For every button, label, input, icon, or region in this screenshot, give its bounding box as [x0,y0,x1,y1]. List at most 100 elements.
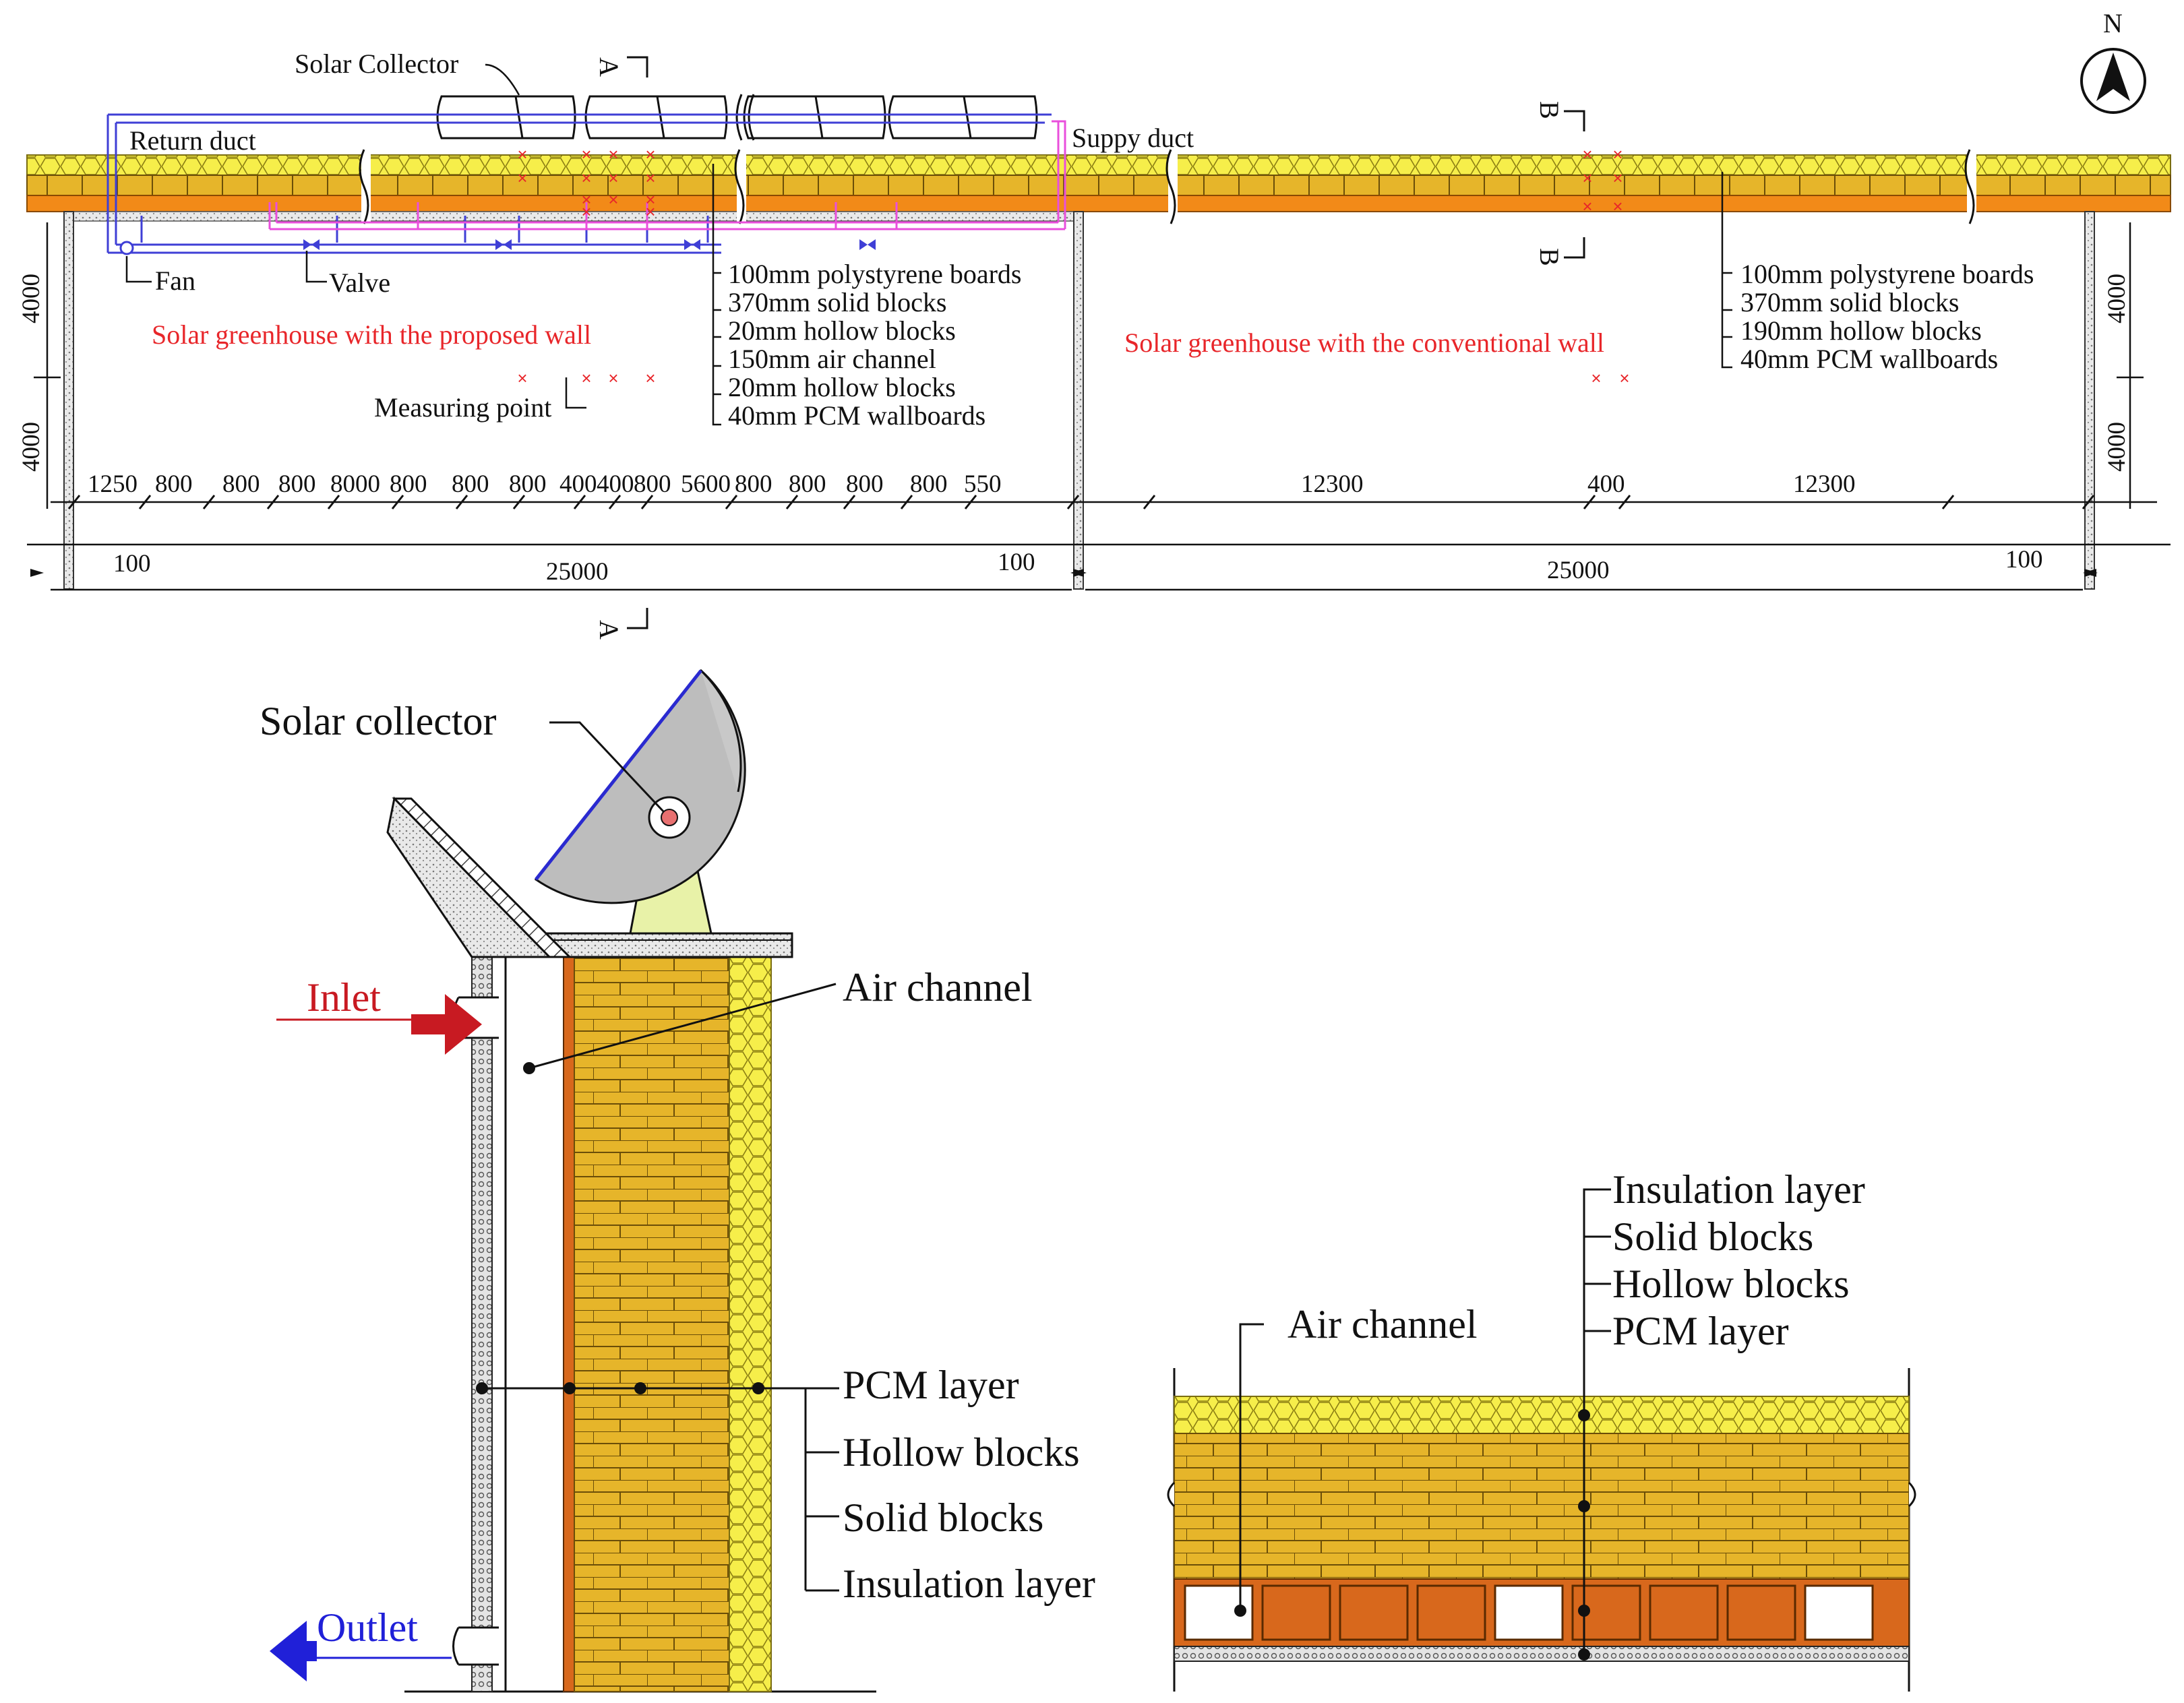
section-solid-blocks-label: Solid blocks [843,1495,1043,1540]
measuring-point-mark: × [581,144,591,164]
measuring-point-mark: × [517,168,527,188]
plan-labels: N Solar Collector Return duct Suppy duct… [18,8,2131,640]
proposed-greenhouse-label: Solar greenhouse with the proposed wall [152,319,591,350]
edge-dim-left: 100 [113,550,151,578]
proposed-layer-label-0: 100mm polystyrene boards [728,259,1022,289]
plan-dimension-lines [27,222,2171,591]
proposed-layer-label-4: 20mm hollow blocks [728,372,956,402]
inlet-arrow-icon [411,994,482,1055]
spacing-dim-left-16: 550 [964,470,1002,498]
measuring-point-mark: × [581,368,591,388]
plan-side-wall-middle [1073,211,1084,590]
detail-insulation-layer [1174,1396,1910,1434]
conventional-layer-label-3: 40mm PCM wallboards [1740,344,1998,374]
measuring-point-mark: × [581,189,591,210]
hollow-block [1494,1584,1564,1641]
outlet-arrow-icon [270,1621,317,1681]
measuring-point-mark: × [645,368,655,388]
spacing-dim-left-3: 800 [278,470,316,498]
outer-cover-panel [471,956,493,1692]
detail-air-channel-label: Air channel [1287,1302,1478,1346]
measuring-point-mark: × [608,168,618,188]
measuring-point-label: Measuring point [374,392,551,423]
detail-pcm-layer [1174,1646,1910,1662]
measuring-point-mark: × [1582,144,1592,164]
section-insulation-layer [729,956,772,1692]
section-view [270,669,876,1693]
valve-label: Valve [329,268,390,298]
spacing-dim-right-0: 12300 [1301,470,1364,498]
plan-view: ××××××××××××××××××××××××× [26,48,2171,629]
hollow-block [1726,1584,1796,1641]
fan-icon [119,241,134,255]
total-dim-left: 25000 [546,558,609,586]
spacing-dim-left-8: 400 [559,470,597,498]
spacing-dim-left-9: 400 [597,470,634,498]
proposed-layer-label-5: 40mm PCM wallboards [728,400,985,431]
return-duct-label: Return duct [129,125,256,156]
plan-side-wall-right [2084,211,2095,590]
section-a-top-label: A [594,57,624,77]
hollow-block [1261,1584,1331,1641]
section-solid-blocks [574,956,730,1692]
measuring-point-mark: × [608,144,618,164]
spacing-dim-left-13: 800 [789,470,826,498]
total-dim-right: 25000 [1547,557,1610,584]
measuring-point-mark: × [581,168,591,188]
spacing-dim-right-2: 12300 [1793,470,1856,498]
spacing-dim-left-2: 800 [222,470,260,498]
conventional-layer-label-1: 370mm solid blocks [1740,287,1959,317]
height-dim-right-lower: 4000 [2103,422,2131,472]
plan-inner-finish [70,211,1083,222]
measuring-point-mark: × [645,144,655,164]
plan-insulation-strip [26,154,2171,176]
detail-solid-blocks [1174,1433,1910,1580]
height-dim-right-upper: 4000 [2103,274,2131,323]
measuring-point-mark: × [608,368,618,388]
edge-dim-right: 100 [2005,546,2043,574]
spacing-dim-left-5: 800 [390,470,427,498]
spacing-dim-left-7: 800 [509,470,547,498]
spacing-dim-left-11: 5600 [681,470,731,498]
measuring-point-mark: × [1582,168,1592,188]
detail-hollow-blocks-label: Hollow blocks [1612,1262,1850,1306]
proposed-layer-label-3: 150mm air channel [728,344,936,374]
measuring-point-mark: × [1612,168,1622,188]
measuring-point-mark: × [517,144,527,164]
section-a-bottom-label: A [594,620,624,640]
outlet-label: Outlet [317,1605,418,1650]
spacing-dim-left-1: 800 [155,470,193,498]
section-air-channel-label: Air channel [843,965,1033,1010]
spacing-dim-left-12: 800 [735,470,772,498]
section-pcm-layer [563,956,575,1692]
roof-slab [538,932,793,958]
supply-duct-lines [268,120,1066,230]
plan-brick-joints [47,175,2151,195]
measuring-point-mark: × [1582,196,1592,216]
supply-duct-label: Suppy duct [1072,123,1194,153]
section-solar-collector-label: Solar collector [260,699,497,743]
spacing-dim-left-15: 800 [910,470,948,498]
section-labels: Solar collector Inlet Outlet Air channel… [260,699,1095,1650]
plan-detail-view [1167,1188,1916,1692]
spacing-dim-left-4: 8000 [330,470,380,498]
measuring-point-mark: × [517,368,527,388]
detail-solid-blocks-label: Solid blocks [1612,1214,1813,1259]
measuring-point-mark: × [1612,196,1622,216]
fan-label: Fan [155,266,195,296]
plan-solar-collector-label: Solar Collector [295,49,458,79]
spacing-dim-left-10: 800 [634,470,671,498]
north-label: N [2103,8,2123,38]
section-b-bottom-label: B [1534,248,1565,266]
edge-dim-middle: 100 [998,549,1035,576]
measuring-point-mark: × [1591,368,1601,388]
height-dim-upper: 4000 [18,274,45,323]
plan-pcm-strip [26,195,2171,212]
measuring-point-mark: × [645,202,655,222]
valve-icons [303,239,876,250]
